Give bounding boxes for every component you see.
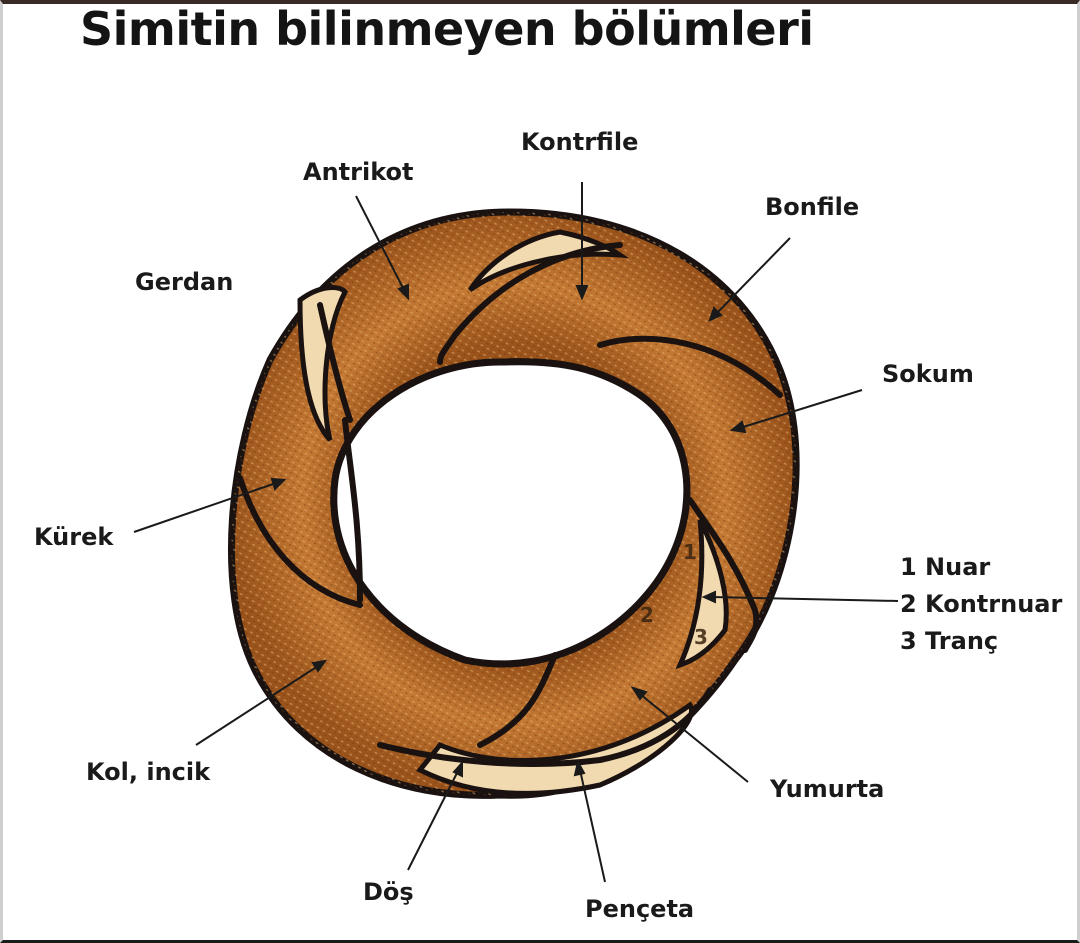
- leader-lines: [133, 182, 899, 883]
- braid-seams: [237, 242, 783, 768]
- label-bonfile: Bonfile: [765, 193, 860, 221]
- label-antrikot: Antrikot: [303, 158, 414, 186]
- label-kol-incik: Kol, incik: [86, 758, 211, 786]
- label-penceta: Pençeta: [585, 895, 695, 923]
- part-number-2: 2: [640, 603, 654, 627]
- label-kurek: Kürek: [34, 523, 114, 551]
- label-sokum: Sokum: [882, 360, 974, 388]
- label-dos: Döş: [363, 878, 414, 906]
- label-tranc: 3 Tranç: [900, 627, 999, 655]
- part-number-3: 3: [694, 625, 708, 649]
- label-kontrnuar: 2 Kontrnuar: [900, 590, 1063, 618]
- label-nuar: 1 Nuar: [900, 553, 991, 581]
- label-kontrfile: Kontrfile: [521, 128, 639, 156]
- label-gerdan: Gerdan: [135, 268, 234, 296]
- label-yumurta: Yumurta: [770, 775, 885, 803]
- simit-ring: [227, 208, 800, 799]
- diagram-title: Simitin bilinmeyen bölümleri: [80, 2, 814, 56]
- part-number-1: 1: [683, 540, 697, 564]
